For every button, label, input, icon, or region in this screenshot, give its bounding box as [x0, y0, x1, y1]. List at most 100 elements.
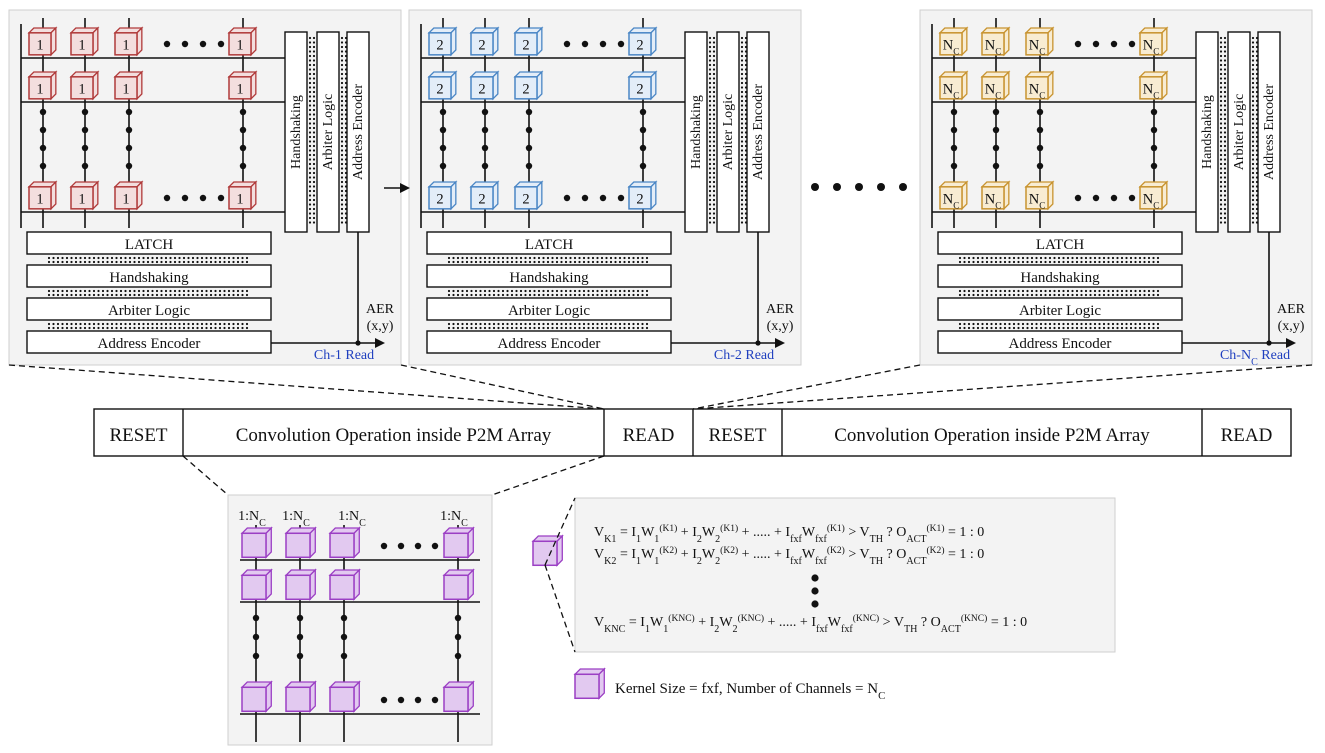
bus-dot — [146, 260, 150, 264]
cube-label: NC — [1029, 38, 1046, 57]
bus-dot — [1251, 99, 1255, 103]
bus-dot — [101, 260, 105, 264]
bus-dot — [1223, 36, 1227, 40]
bus-dot — [740, 99, 744, 103]
bus-dot — [528, 256, 532, 260]
bus-dot — [712, 45, 716, 49]
ellipsis-dot — [639, 144, 647, 152]
horizontal-block — [937, 231, 1183, 255]
ellipsis-dot — [1128, 40, 1136, 48]
bus-dot — [340, 59, 344, 62]
bus-dot — [963, 293, 966, 297]
cube-front — [939, 186, 963, 210]
text-span: 2 — [715, 534, 720, 545]
bus-dot — [1219, 54, 1223, 58]
ellipsis-dot — [1150, 126, 1158, 134]
bus-dot — [1223, 176, 1227, 179]
bus-dot — [196, 322, 199, 326]
bus-dot — [564, 326, 568, 330]
bus-dot — [155, 256, 159, 260]
bus-dot — [712, 59, 716, 62]
bus-dot — [1219, 104, 1223, 107]
timeline-segment: Convolution Operation inside P2M Array — [834, 425, 1150, 446]
bus-dot — [555, 289, 559, 293]
bus-dot — [712, 131, 716, 134]
bus-dot — [1080, 256, 1083, 260]
bus-dot — [740, 194, 744, 197]
bus-dot — [546, 326, 550, 330]
bus-dot — [596, 326, 599, 330]
cube-label-sub: C — [995, 47, 1001, 57]
cube-label: 1 — [236, 38, 243, 54]
ellipsis-dot — [811, 587, 819, 595]
cube-front — [514, 186, 538, 210]
bus-dot — [218, 326, 222, 330]
bus-dot — [1107, 260, 1110, 264]
bus-dot — [200, 260, 204, 264]
bus-dot — [340, 140, 344, 143]
cube-label-main: 1 — [236, 82, 243, 98]
cube-front — [628, 186, 652, 210]
bus-dot — [627, 322, 631, 326]
bus-dot — [740, 180, 744, 184]
bus-dot — [488, 289, 491, 293]
bus-dot — [1156, 289, 1160, 293]
cube-label-main: N — [943, 38, 954, 54]
bus-dot — [627, 260, 631, 264]
text-span: > V — [845, 547, 870, 562]
bus-dot — [510, 260, 514, 264]
bus-dot — [542, 293, 545, 297]
bus-dot — [999, 289, 1002, 293]
bus-dot — [497, 289, 500, 293]
bus-dot — [614, 322, 617, 326]
bus-dot — [1075, 293, 1079, 297]
bus-dot — [1143, 260, 1146, 264]
horizontal-block-label: Handshaking — [1020, 270, 1100, 286]
bus-dot — [340, 95, 344, 98]
bus-dot — [214, 326, 217, 330]
cube-side — [353, 526, 360, 559]
cube-front — [114, 32, 138, 56]
cube-label: NC — [985, 38, 1002, 57]
bus-dot — [972, 326, 975, 330]
bus-dot — [587, 326, 590, 330]
bus-dot — [470, 293, 473, 297]
bus-dot — [209, 256, 213, 260]
bus-dot — [609, 256, 613, 260]
bus-dot — [1066, 326, 1070, 330]
bus-dot — [605, 293, 608, 297]
bus-dot — [519, 256, 523, 260]
ellipsis-dot — [950, 108, 958, 116]
bus-dot — [47, 322, 51, 326]
bus-dot — [1035, 293, 1038, 297]
cube-label: 1 — [122, 192, 129, 208]
bus-dot — [708, 144, 712, 148]
bus-dot — [1035, 289, 1038, 293]
bus-dot — [708, 158, 712, 161]
cube-front — [1139, 32, 1163, 56]
ellipsis-dot — [563, 194, 571, 202]
ellipsis-dot — [1092, 40, 1100, 48]
bus-dot — [308, 63, 312, 67]
bus-dot — [474, 260, 478, 264]
bus-dot — [1134, 326, 1137, 330]
bus-dot — [582, 322, 586, 326]
bus-dot — [232, 260, 235, 264]
pixel-cell: 1 — [27, 70, 58, 101]
pixel-cell — [284, 526, 317, 559]
cube-label: 1 — [36, 192, 43, 208]
bus-dot — [312, 77, 316, 80]
bus-dot — [1138, 260, 1142, 264]
bus-dot — [1223, 68, 1227, 71]
bus-dot — [308, 113, 312, 116]
equation-3: VKNC = I1W1(KNC) + I2W2(KNC) + ..... + I… — [594, 613, 1027, 635]
cube-label-sub: C — [953, 201, 959, 211]
bus-dot — [1012, 256, 1016, 260]
cube-front — [1025, 186, 1049, 210]
bus-dot — [1223, 221, 1227, 224]
bus-dot — [1125, 256, 1128, 260]
cube-label-main: N — [1029, 38, 1040, 54]
bus-dot — [591, 322, 595, 326]
bus-dot — [1116, 289, 1119, 293]
text-span: fxf — [815, 534, 827, 545]
